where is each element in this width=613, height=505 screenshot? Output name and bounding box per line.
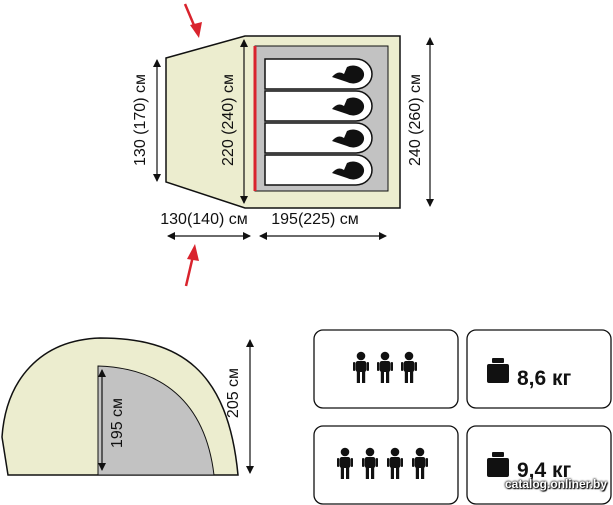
weight-box-2: 9,4 кг bbox=[466, 425, 612, 505]
sleeping-bag bbox=[264, 122, 373, 154]
watermark: catalog.onliner.by bbox=[504, 477, 607, 491]
floor-plan: 130 (170) см 220 (240) см 240 (260) см 1… bbox=[132, 3, 434, 287]
entrance-arrow-bottom bbox=[184, 244, 199, 287]
outer-height-label: 205 см bbox=[225, 368, 242, 418]
inner-tent-side bbox=[97, 365, 215, 476]
weight-label: 8,6 кг bbox=[517, 367, 572, 390]
vestibule-inner-height-label: 220 (240) см bbox=[220, 74, 237, 166]
entrance-arrow-top bbox=[183, 3, 202, 38]
capacity-box-1 bbox=[313, 329, 459, 409]
side-view: 195 см 205 см bbox=[1, 337, 254, 476]
sleeping-bags bbox=[264, 58, 373, 186]
inner-height-label: 195 см bbox=[109, 398, 126, 448]
capacity-box-2 bbox=[313, 425, 459, 505]
inner-tent-length-label: 195(225) см bbox=[271, 211, 359, 228]
inner-tent-height-label: 240 (260) см bbox=[407, 74, 424, 166]
vestibule-length-label: 130(140) см bbox=[160, 211, 248, 228]
weight-box-1: 8,6 кг bbox=[466, 329, 612, 409]
sleeping-bag bbox=[264, 154, 373, 186]
vestibule-outer-height-label: 130 (170) см bbox=[132, 74, 149, 166]
weight-label: 9,4 кг bbox=[517, 459, 572, 482]
sleeping-bag bbox=[264, 58, 373, 90]
sleeping-bag bbox=[264, 90, 373, 122]
